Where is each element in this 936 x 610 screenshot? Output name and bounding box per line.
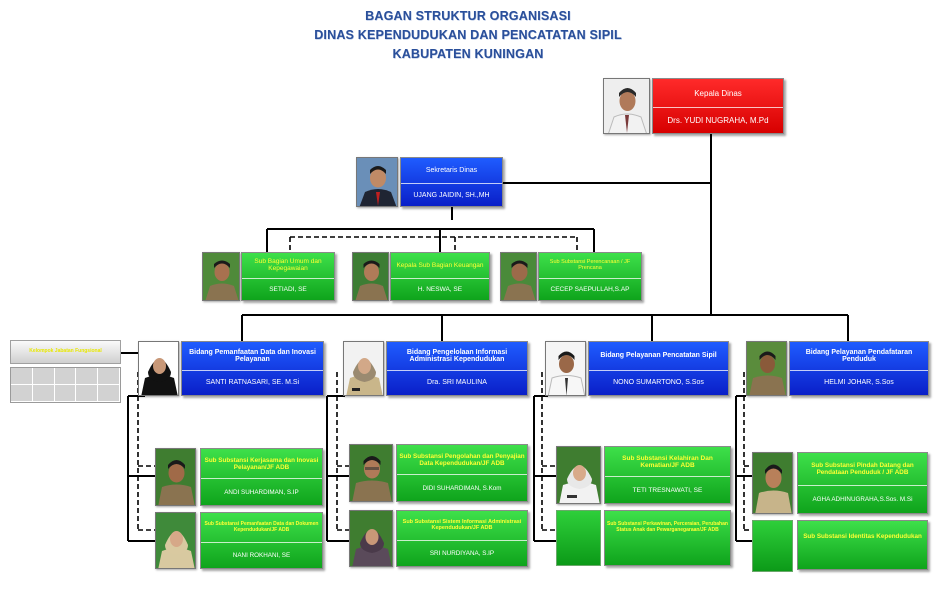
kepala-photo [603,78,650,134]
bidang-pencatatan-box: Bidang Pelayanan Pencatatan Sipil NONO S… [588,341,729,396]
substansi-perkawinan-photo-placeholder [556,510,601,566]
kepala-dinas-title: Kepala Dinas [653,79,783,109]
substansi-identitas-box: Sub Substansi Identitas Kependudukan [797,520,928,570]
chart-title-line-1: BAGAN STRUKTUR ORGANISASI [365,9,571,23]
subbagian-umum-box: Sub Bagian Umum dan Kepegawaian SETIADI,… [241,252,335,301]
subbagian-keuangan-box: Kepala Sub Bagian Keuangan H. NESWA, SE [390,252,490,301]
sekretaris-box: Sekretaris Dinas UJANG JAIDIN, SH.,MH [400,157,503,207]
subbagian-perencanaan-title: Sub Substansi Perencanaan / JF Prencana [539,253,641,279]
substansi-pindah-datang-photo [752,452,793,514]
bidang-pendaftaran-photo [746,341,787,396]
substansi-perkawinan-box: Sub Substansi Perkawinan, Perceraian, Pe… [604,510,731,566]
substansi-kerjasama-title: Sub Substansi Kerjasama dan Inovasi Pela… [201,449,322,480]
bidang-pencatatan-title: Bidang Pelayanan Pencatatan Sipil [589,342,728,371]
substansi-kelahiran-photo [556,446,601,504]
subbagian-perencanaan-photo [500,252,537,301]
substansi-perkawinan-name [605,543,730,565]
bidang-pemanfaatan-title: Bidang Pemanfaatan Data dan Inovasi Pela… [182,342,323,371]
bidang-pencatatan-name: NONO SUMARTONO, S.Sos [613,379,704,387]
substansi-identitas-name [798,551,927,569]
kelompok-jabatan-table [10,367,121,403]
subbagian-keuangan-title: Kepala Sub Bagian Keuangan [391,253,489,279]
substansi-kerjasama-photo [155,448,196,506]
substansi-pemanfaatan-photo [155,512,196,569]
substansi-pindah-datang-box: Sub Substansi Pindah Datang dan Pendataa… [797,452,928,514]
bidang-pengelolaan-photo [343,341,384,396]
substansi-pengolahan-title: Sub Substansi Pengolahan dan Penyajian D… [397,445,527,476]
substansi-kelahiran-name: TETI TRESNAWATI, SE [632,486,703,494]
substansi-pemanfaatan-box: Sub Substansi Pemanfaatan Data dan Dokum… [200,512,323,569]
subbagian-umum-name: SETIADI, SE [269,285,307,293]
substansi-kerjasama-name: ANDI SUHARDIMAN, S.IP [224,488,299,496]
bidang-pendaftaran-box: Bidang Pelayanan Pendafataran Penduduk H… [789,341,929,396]
chart-title-line-2: DINAS KEPENDUDUKAN DAN PENCATATAN SIPIL [314,28,622,42]
substansi-identitas-photo-placeholder [752,520,793,572]
substansi-pengolahan-photo [349,444,393,502]
sekretaris-title: Sekretaris Dinas [401,158,502,185]
sekretaris-name: UJANG JAIDIN, SH.,MH [413,191,490,199]
subbagian-keuangan-name: H. NESWA, SE [417,285,463,293]
subbagian-keuangan-photo [352,252,389,301]
substansi-sistem-informasi-photo [349,510,393,567]
sekretaris-photo [356,157,398,207]
bidang-pendaftaran-title: Bidang Pelayanan Pendafataran Penduduk [790,342,928,371]
subbagian-perencanaan-box: Sub Substansi Perencanaan / JF Prencana … [538,252,642,301]
kelompok-jabatan-title: Kelompok Jabatan Fungsional [10,340,121,364]
substansi-pemanfaatan-title: Sub Substansi Pemanfaatan Data dan Dokum… [201,513,322,543]
bidang-pengelolaan-name: Dra. SRI MAULINA [427,379,487,387]
substansi-pindah-datang-title: Sub Substansi Pindah Datang dan Pendataa… [798,453,927,486]
substansi-kelahiran-box: Sub Substansi Kelahiran Dan Kematian/JF … [604,446,731,504]
substansi-sistem-informasi-box: Sub Substansi Sistem Informasi Administr… [396,510,528,567]
bidang-pendaftaran-name: HELMI JOHAR, S.Sos [824,379,894,387]
substansi-pemanfaatan-name: NANI ROKHANI, SE [232,551,291,559]
substansi-sistem-informasi-name: SRI NURDIYANA, S.IP [429,549,495,557]
bidang-pengelolaan-title: Bidang Pengelolaan Informasi Administras… [387,342,527,371]
substansi-pengolahan-box: Sub Substansi Pengolahan dan Penyajian D… [396,444,528,502]
chart-title-line-3: KABUPATEN KUNINGAN [392,47,544,61]
substansi-kerjasama-box: Sub Substansi Kerjasama dan Inovasi Pela… [200,448,323,506]
bidang-pemanfaatan-photo [138,341,179,396]
bidang-pemanfaatan-box: Bidang Pemanfaatan Data dan Inovasi Pela… [181,341,324,396]
bidang-pencatatan-photo [545,341,586,396]
subbagian-umum-title: Sub Bagian Umum dan Kepegawaian [242,253,334,279]
substansi-sistem-informasi-title: Sub Substansi Sistem Informasi Administr… [397,511,527,541]
substansi-kelahiran-title: Sub Substansi Kelahiran Dan Kematian/JF … [605,447,730,478]
subbagian-umum-photo [202,252,240,301]
substansi-pengolahan-name: DIDI SUHARDIMAN, S.Kom [422,484,502,492]
substansi-perkawinan-title: Sub Substansi Perkawinan, Perceraian, Pe… [607,520,728,533]
substansi-pindah-datang-name: AGHA ADHINUGRAHA,S.Sos. M.Si [812,495,913,503]
bidang-pemanfaatan-name: SANTI RATNASARI, SE. M.Si [205,379,300,387]
substansi-identitas-title: Sub Substansi Identitas Kependudukan [803,532,922,540]
subbagian-perencanaan-name: CECEP SAEPULLAH,S.AP [550,285,630,293]
kepala-dinas-name: Drs. YUDI NUGRAHA, M.Pd [667,116,769,126]
bidang-pengelolaan-box: Bidang Pengelolaan Informasi Administras… [386,341,528,396]
kepala-dinas-box: Kepala Dinas Drs. YUDI NUGRAHA, M.Pd [652,78,784,134]
